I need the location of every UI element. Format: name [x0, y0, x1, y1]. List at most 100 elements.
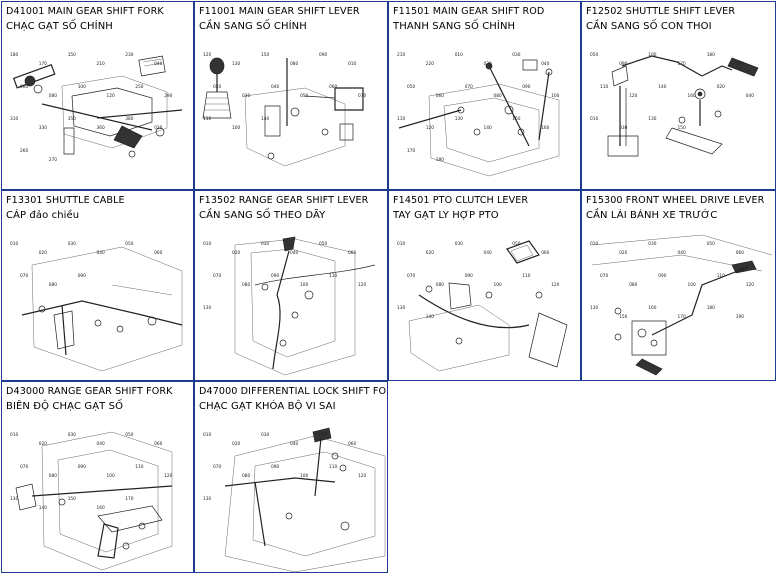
part-ref-label: 080	[242, 282, 250, 288]
part-ref-label: 120	[203, 52, 211, 58]
part-ref-label: 020	[39, 250, 47, 256]
catalog-cell-f11001[interactable]: F11001 MAIN GEAR SHIFT LEVER CẦN SANG SỐ…	[194, 1, 388, 190]
part-ref-label: 120	[426, 125, 434, 131]
part-ref-label: 010	[10, 432, 18, 438]
part-ref-label: 050	[707, 241, 715, 247]
part-ref-label: 140	[39, 505, 47, 511]
part-ref-label: 210	[97, 61, 105, 67]
catalog-cell-d47000[interactable]: D47000 DIFFERENTIAL LOCK SHIFT FOR CHẠC …	[194, 381, 388, 573]
cell-caption: F13301 SHUTTLE CABLE CÁP đảo chiều	[6, 193, 191, 223]
cell-caption: F15300 FRONT WHEEL DRIVE LEVER CẦN LÁI B…	[586, 193, 773, 223]
part-ref-label: 140	[261, 116, 269, 122]
part-ref-label: 110	[600, 84, 608, 90]
catalog-cell-f11501[interactable]: F11501 MAIN GEAR SHIFT ROD THANH SANG SỐ…	[388, 1, 581, 190]
cell-vn-title: CHẠC GẠT SỐ CHÍNH	[6, 21, 113, 32]
catalog-cell-f13301[interactable]: F13301 SHUTTLE CABLE CÁP đảo chiều 010 02…	[1, 190, 194, 381]
part-ref-label: 030	[261, 432, 269, 438]
catalog-cell-f13502[interactable]: F13502 RANGE GEAR SHIFT LEVER CẦN SANG S…	[194, 190, 388, 381]
part-ref-label: 080	[49, 473, 57, 479]
part-ref-label: 050	[300, 93, 308, 99]
part-ref-label: 070	[20, 464, 28, 470]
part-ref-label: 090	[658, 273, 666, 279]
cell-code-title: F14501 PTO CLUTCH LEVER	[393, 195, 529, 206]
part-ref-label: 050	[590, 52, 598, 58]
part-ref-label: 100	[78, 84, 86, 90]
part-ref-label: 130	[590, 305, 598, 311]
catalog-cell-f12502[interactable]: F12502 SHUTTLE SHIFT LEVER CẦN SANG SỐ C…	[581, 1, 776, 190]
part-ref-label: 030	[648, 241, 656, 247]
part-ref-label: 090	[78, 273, 86, 279]
catalog-cell-d41001[interactable]: D41001 MAIN GEAR SHIFT FORK CHẠC GẠT SỐ …	[1, 1, 194, 190]
part-ref-label: 100	[551, 93, 559, 99]
cell-caption: F12502 SHUTTLE SHIFT LEVER CẦN SANG SỐ C…	[586, 4, 773, 34]
part-ref-label: 180	[436, 157, 444, 163]
part-ref-label: 090	[619, 61, 627, 67]
part-ref-label: 020	[154, 125, 162, 131]
part-ref-label: 080	[290, 61, 298, 67]
part-ref-label: 020	[232, 250, 240, 256]
part-ref-label: 080	[49, 282, 57, 288]
part-ref-label: 050	[125, 432, 133, 438]
part-ref-label: 020	[484, 61, 492, 67]
part-ref-label: 090	[271, 273, 279, 279]
cell-vn-title: TAY GẠT LY HỢP PTO	[393, 210, 499, 221]
part-ref-label: 120	[107, 93, 115, 99]
cell-caption: D41001 MAIN GEAR SHIFT FORK CHẠC GẠT SỐ …	[6, 4, 191, 34]
part-ref-label: 110	[203, 116, 211, 122]
part-ref-label: 050	[512, 241, 520, 247]
part-ref-label: 070	[407, 273, 415, 279]
catalog-cell-f15300[interactable]: F15300 FRONT WHEEL DRIVE LEVER CẦN LÁI B…	[581, 190, 776, 381]
part-ref-label: 010	[203, 241, 211, 247]
part-ref-label: 100	[107, 473, 115, 479]
part-ref-label: 120	[746, 282, 754, 288]
part-ref-label: 020	[717, 84, 725, 90]
part-ref-label: 110	[397, 116, 405, 122]
catalog-cell-f14501[interactable]: F14501 PTO CLUTCH LEVER TAY GẠT LY HỢP P…	[388, 190, 581, 381]
part-ref-label: 080	[242, 473, 250, 479]
part-ref-label: 190	[736, 314, 744, 320]
part-ref-label: 110	[717, 273, 725, 279]
cell-vn-title: CẦN SANG SỐ CON THOI	[586, 21, 712, 32]
part-ref-label: 030	[261, 241, 269, 247]
part-ref-label: 150	[261, 52, 269, 58]
part-ref-label: 130	[232, 61, 240, 67]
cell-vn-title: CẦN SANG SỐ THEO DÃY	[199, 210, 326, 221]
part-ref-label: 020	[39, 441, 47, 447]
part-ref-label: 060	[736, 250, 744, 256]
part-ref-label: 270	[49, 157, 57, 163]
part-ref-label: 060	[541, 250, 549, 256]
part-ref-label: 180	[10, 52, 18, 58]
cell-code-title: F15300 FRONT WHEEL DRIVE LEVER	[586, 195, 765, 206]
part-ref-label: 100	[648, 52, 656, 58]
part-ref-label: 030	[68, 432, 76, 438]
part-ref-label: 190	[736, 61, 744, 67]
cell-code-title: F12502 SHUTTLE SHIFT LEVER	[586, 6, 736, 17]
part-ref-label: 010	[10, 241, 18, 247]
part-ref-label: 060	[348, 250, 356, 256]
part-ref-label: 010	[455, 52, 463, 58]
cell-vn-title: CẦN SANG SỐ CHÍNH	[199, 21, 307, 32]
part-ref-label: 060	[154, 250, 162, 256]
part-ref-label: 150	[68, 496, 76, 502]
part-ref-label: 130	[455, 116, 463, 122]
cell-vn-title: CÁP đảo chiều	[6, 210, 80, 221]
part-ref-label: 150	[512, 116, 520, 122]
part-ref-label: 060	[154, 441, 162, 447]
part-ref-label: 040	[678, 250, 686, 256]
part-ref-label: 030	[68, 241, 76, 247]
catalog-cell-d43000[interactable]: D43000 RANGE GEAR SHIFT FORK BIÊN ĐỘ CHẠ…	[1, 381, 194, 573]
cell-code-title: F13301 SHUTTLE CABLE	[6, 195, 125, 206]
part-ref-label: 120	[164, 473, 172, 479]
part-ref-label: 170	[678, 314, 686, 320]
parts-drawing: 1801701502102300400600801001202502903103…	[10, 52, 183, 163]
part-ref-label: 120	[551, 282, 559, 288]
part-ref-label: 180	[707, 305, 715, 311]
parts-drawing: 2102200100200300400500600700800901001101…	[397, 52, 560, 177]
part-ref-label: 040	[97, 441, 105, 447]
part-ref-label: 110	[329, 273, 337, 279]
part-ref-label: 130	[203, 496, 211, 502]
part-ref-label: 310	[10, 116, 18, 122]
part-ref-label: 290	[164, 93, 172, 99]
